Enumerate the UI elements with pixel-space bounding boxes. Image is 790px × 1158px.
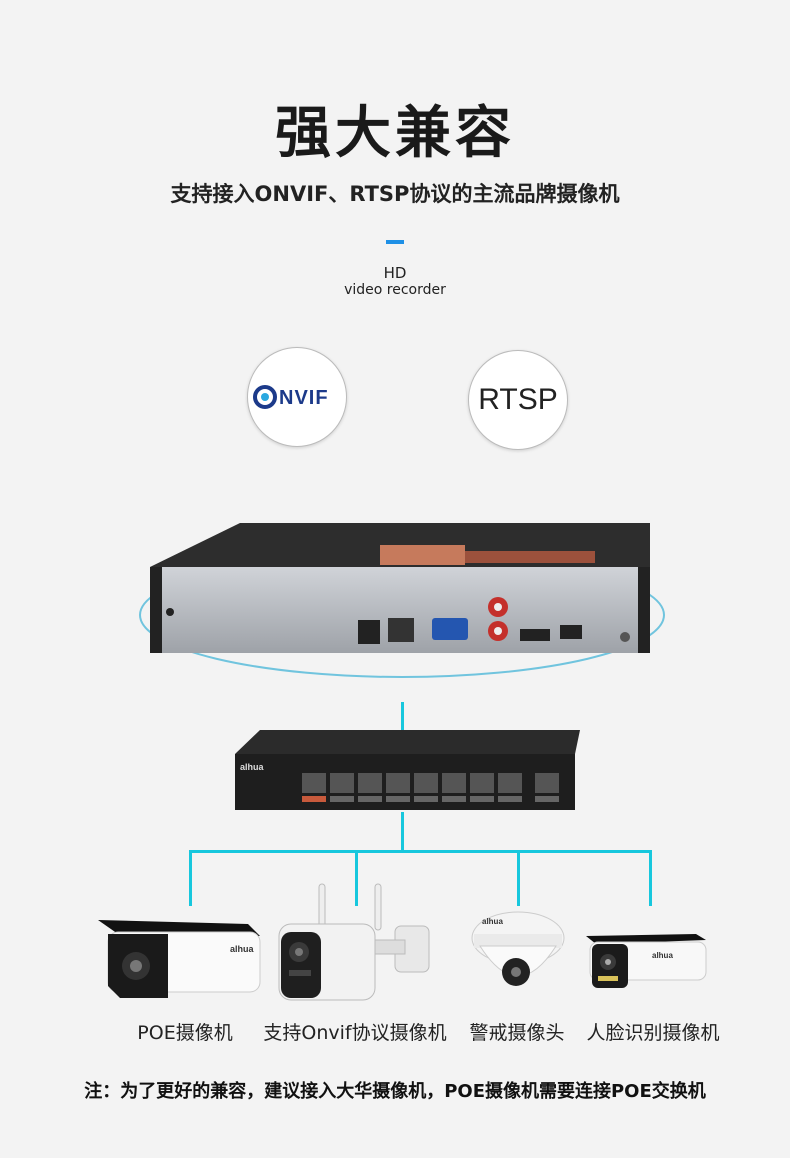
poe-switch-image: alhua [235, 730, 580, 810]
wifi-camera-image [278, 883, 430, 1001]
hd-label: HD [383, 264, 407, 282]
camera-1-brand: alhua [230, 944, 255, 954]
footnote: 注：为了更好的兼容，建议接入大华摄像机，POE摄像机需要连接POE交换机 [84, 1081, 706, 1102]
switch-brand: alhua [240, 762, 265, 772]
wire-switch-trunk [401, 812, 404, 852]
caption-poe-camera: POE摄像机 [137, 1022, 233, 1044]
camera-4-brand: alhua [652, 951, 673, 960]
wire-cam-1 [189, 850, 192, 906]
dome-camera-image: alhua [471, 911, 565, 986]
onvif-logo: NVIF [253, 385, 329, 409]
rtsp-badge: RTSP [468, 350, 568, 450]
face-recognition-camera-image: alhua [586, 934, 707, 988]
page-subtitle: 支持接入ONVIF、RTSP协议的主流品牌摄像机 [170, 182, 620, 206]
wire-cam-2 [355, 850, 358, 906]
caption-onvif-camera: 支持Onvif协议摄像机 [263, 1022, 447, 1044]
caption-face-camera: 人脸识别摄像机 [586, 1022, 720, 1044]
rtsp-label: RTSP [478, 383, 558, 416]
wire-nvr-switch [401, 702, 404, 730]
nvr-device-image [139, 523, 665, 678]
wire-cam-3 [517, 850, 520, 906]
wire-cam-4 [649, 850, 652, 906]
accent-bar [386, 240, 404, 244]
wire-bus [189, 850, 652, 853]
page-title: 强大兼容 [275, 101, 515, 166]
poe-bullet-camera-image: alhua [98, 920, 261, 998]
svg-text:NVIF: NVIF [279, 387, 329, 409]
onvif-badge: NVIF [247, 347, 347, 447]
caption-alert-camera: 警戒摄像头 [469, 1022, 565, 1044]
camera-3-brand: alhua [482, 917, 503, 926]
hd-sublabel: video recorder [344, 282, 446, 298]
